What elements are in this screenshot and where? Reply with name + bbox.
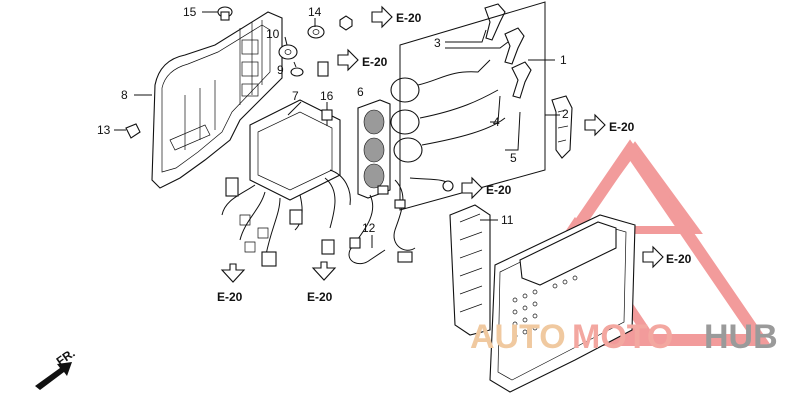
part-plug-caps bbox=[484, 3, 532, 99]
reference-arrow-down bbox=[311, 261, 337, 281]
reference-arrows bbox=[220, 5, 664, 283]
part-wire-harness-12 bbox=[348, 177, 454, 265]
callout-2: 2 bbox=[562, 107, 569, 121]
callout-14: 14 bbox=[308, 5, 322, 19]
front-direction-indicator: FR. bbox=[35, 346, 78, 390]
callout-1: 1 bbox=[560, 53, 567, 67]
callout-9: 9 bbox=[277, 63, 284, 77]
reference-arrow bbox=[371, 5, 393, 29]
callout-11: 11 bbox=[501, 213, 514, 227]
reference-label: E-20 bbox=[217, 290, 243, 304]
direction-label: FR. bbox=[54, 346, 78, 369]
part-grommet-10 bbox=[278, 44, 298, 60]
callout-3: 3 bbox=[434, 36, 441, 50]
callout-16: 16 bbox=[320, 89, 334, 103]
reference-arrow-down bbox=[220, 263, 246, 283]
front-arrow-icon bbox=[35, 362, 72, 390]
part-grommet-14 bbox=[307, 15, 353, 39]
part-connector-2 bbox=[551, 95, 573, 159]
leader-lines bbox=[114, 11, 560, 248]
watermark-moto: MOTO bbox=[572, 318, 673, 356]
watermark-text: AUTO MOTO HUB bbox=[470, 318, 778, 356]
reference-label: E-20 bbox=[486, 183, 512, 197]
reference-arrow bbox=[584, 113, 606, 137]
part-washer-9 bbox=[290, 61, 329, 77]
reference-label: E-20 bbox=[609, 120, 635, 134]
watermark-hub: HUB bbox=[704, 318, 778, 356]
callout-13: 13 bbox=[97, 123, 111, 137]
callout-labels: 15 14 10 9 7 8 13 16 6 3 1 2 4 5 11 12 bbox=[97, 5, 569, 235]
part-cover-8 bbox=[151, 11, 283, 189]
callout-4: 4 bbox=[493, 115, 500, 129]
callout-10: 10 bbox=[266, 27, 280, 41]
reference-label: E-20 bbox=[396, 11, 422, 25]
callout-5: 5 bbox=[510, 151, 517, 165]
reference-arrow bbox=[642, 245, 664, 269]
callout-7: 7 bbox=[292, 89, 299, 103]
part-cdi-unit-7 bbox=[221, 99, 351, 267]
part-coil-holder-6 bbox=[357, 99, 391, 199]
part-clip-13 bbox=[125, 123, 141, 139]
callout-8: 8 bbox=[121, 88, 128, 102]
callout-6: 6 bbox=[357, 85, 364, 99]
callout-15: 15 bbox=[183, 5, 197, 19]
callout-12: 12 bbox=[362, 221, 376, 235]
reference-label: E-20 bbox=[362, 55, 388, 69]
assembly-outline bbox=[399, 1, 546, 211]
reference-arrow bbox=[337, 48, 359, 72]
reference-arrow bbox=[461, 176, 483, 200]
part-module-box bbox=[489, 214, 636, 393]
part-screw-15 bbox=[217, 6, 233, 21]
reference-label: E-20 bbox=[666, 252, 692, 266]
watermark-auto: AUTO bbox=[470, 318, 566, 356]
reference-labels: E-20 E-20 E-20 E-20 E-20 E-20 E-20 bbox=[217, 11, 692, 304]
part-cable-guide-11 bbox=[449, 204, 491, 336]
reference-label: E-20 bbox=[307, 290, 333, 304]
part-ignition-coils bbox=[390, 59, 506, 163]
